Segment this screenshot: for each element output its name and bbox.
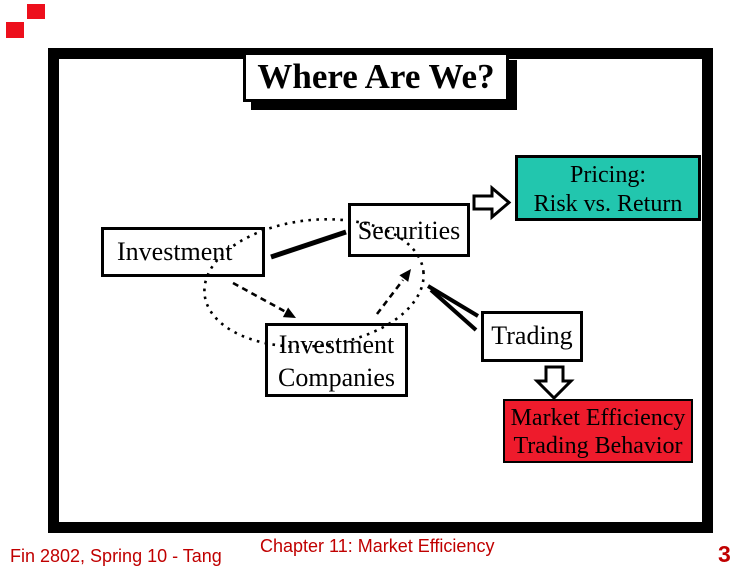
slide-title: Where Are We? [243, 52, 509, 102]
node-investment: Investment [101, 227, 265, 277]
node-pricing-line1: Pricing: [570, 162, 646, 188]
node-trading: Trading [481, 311, 583, 362]
node-market-efficiency-line2: Trading Behavior [513, 433, 683, 459]
node-investment-companies: Investment Companies [265, 323, 408, 397]
footer-page-number: 3 [718, 541, 731, 567]
node-market-efficiency: Market Efficiency Trading Behavior [503, 399, 693, 463]
footer-course-label: Fin 2802, Spring 10 - Tang [10, 546, 222, 566]
node-investment-companies-line1: Investment [278, 330, 395, 359]
corner-ornament-square-2 [6, 22, 24, 38]
corner-ornament-square-1 [27, 4, 45, 19]
node-securities-label: Securities [357, 216, 461, 245]
node-market-efficiency-line1: Market Efficiency [510, 405, 686, 431]
node-investment-label: Investment [117, 237, 233, 266]
node-trading-label: Trading [491, 321, 573, 350]
node-investment-companies-line2: Companies [278, 363, 395, 392]
node-securities: Securities [348, 203, 470, 257]
footer-chapter-label: Chapter 11: Market Efficiency [260, 536, 495, 556]
node-pricing-line2: Risk vs. Return [533, 191, 683, 217]
node-pricing: Pricing: Risk vs. Return [515, 155, 701, 221]
